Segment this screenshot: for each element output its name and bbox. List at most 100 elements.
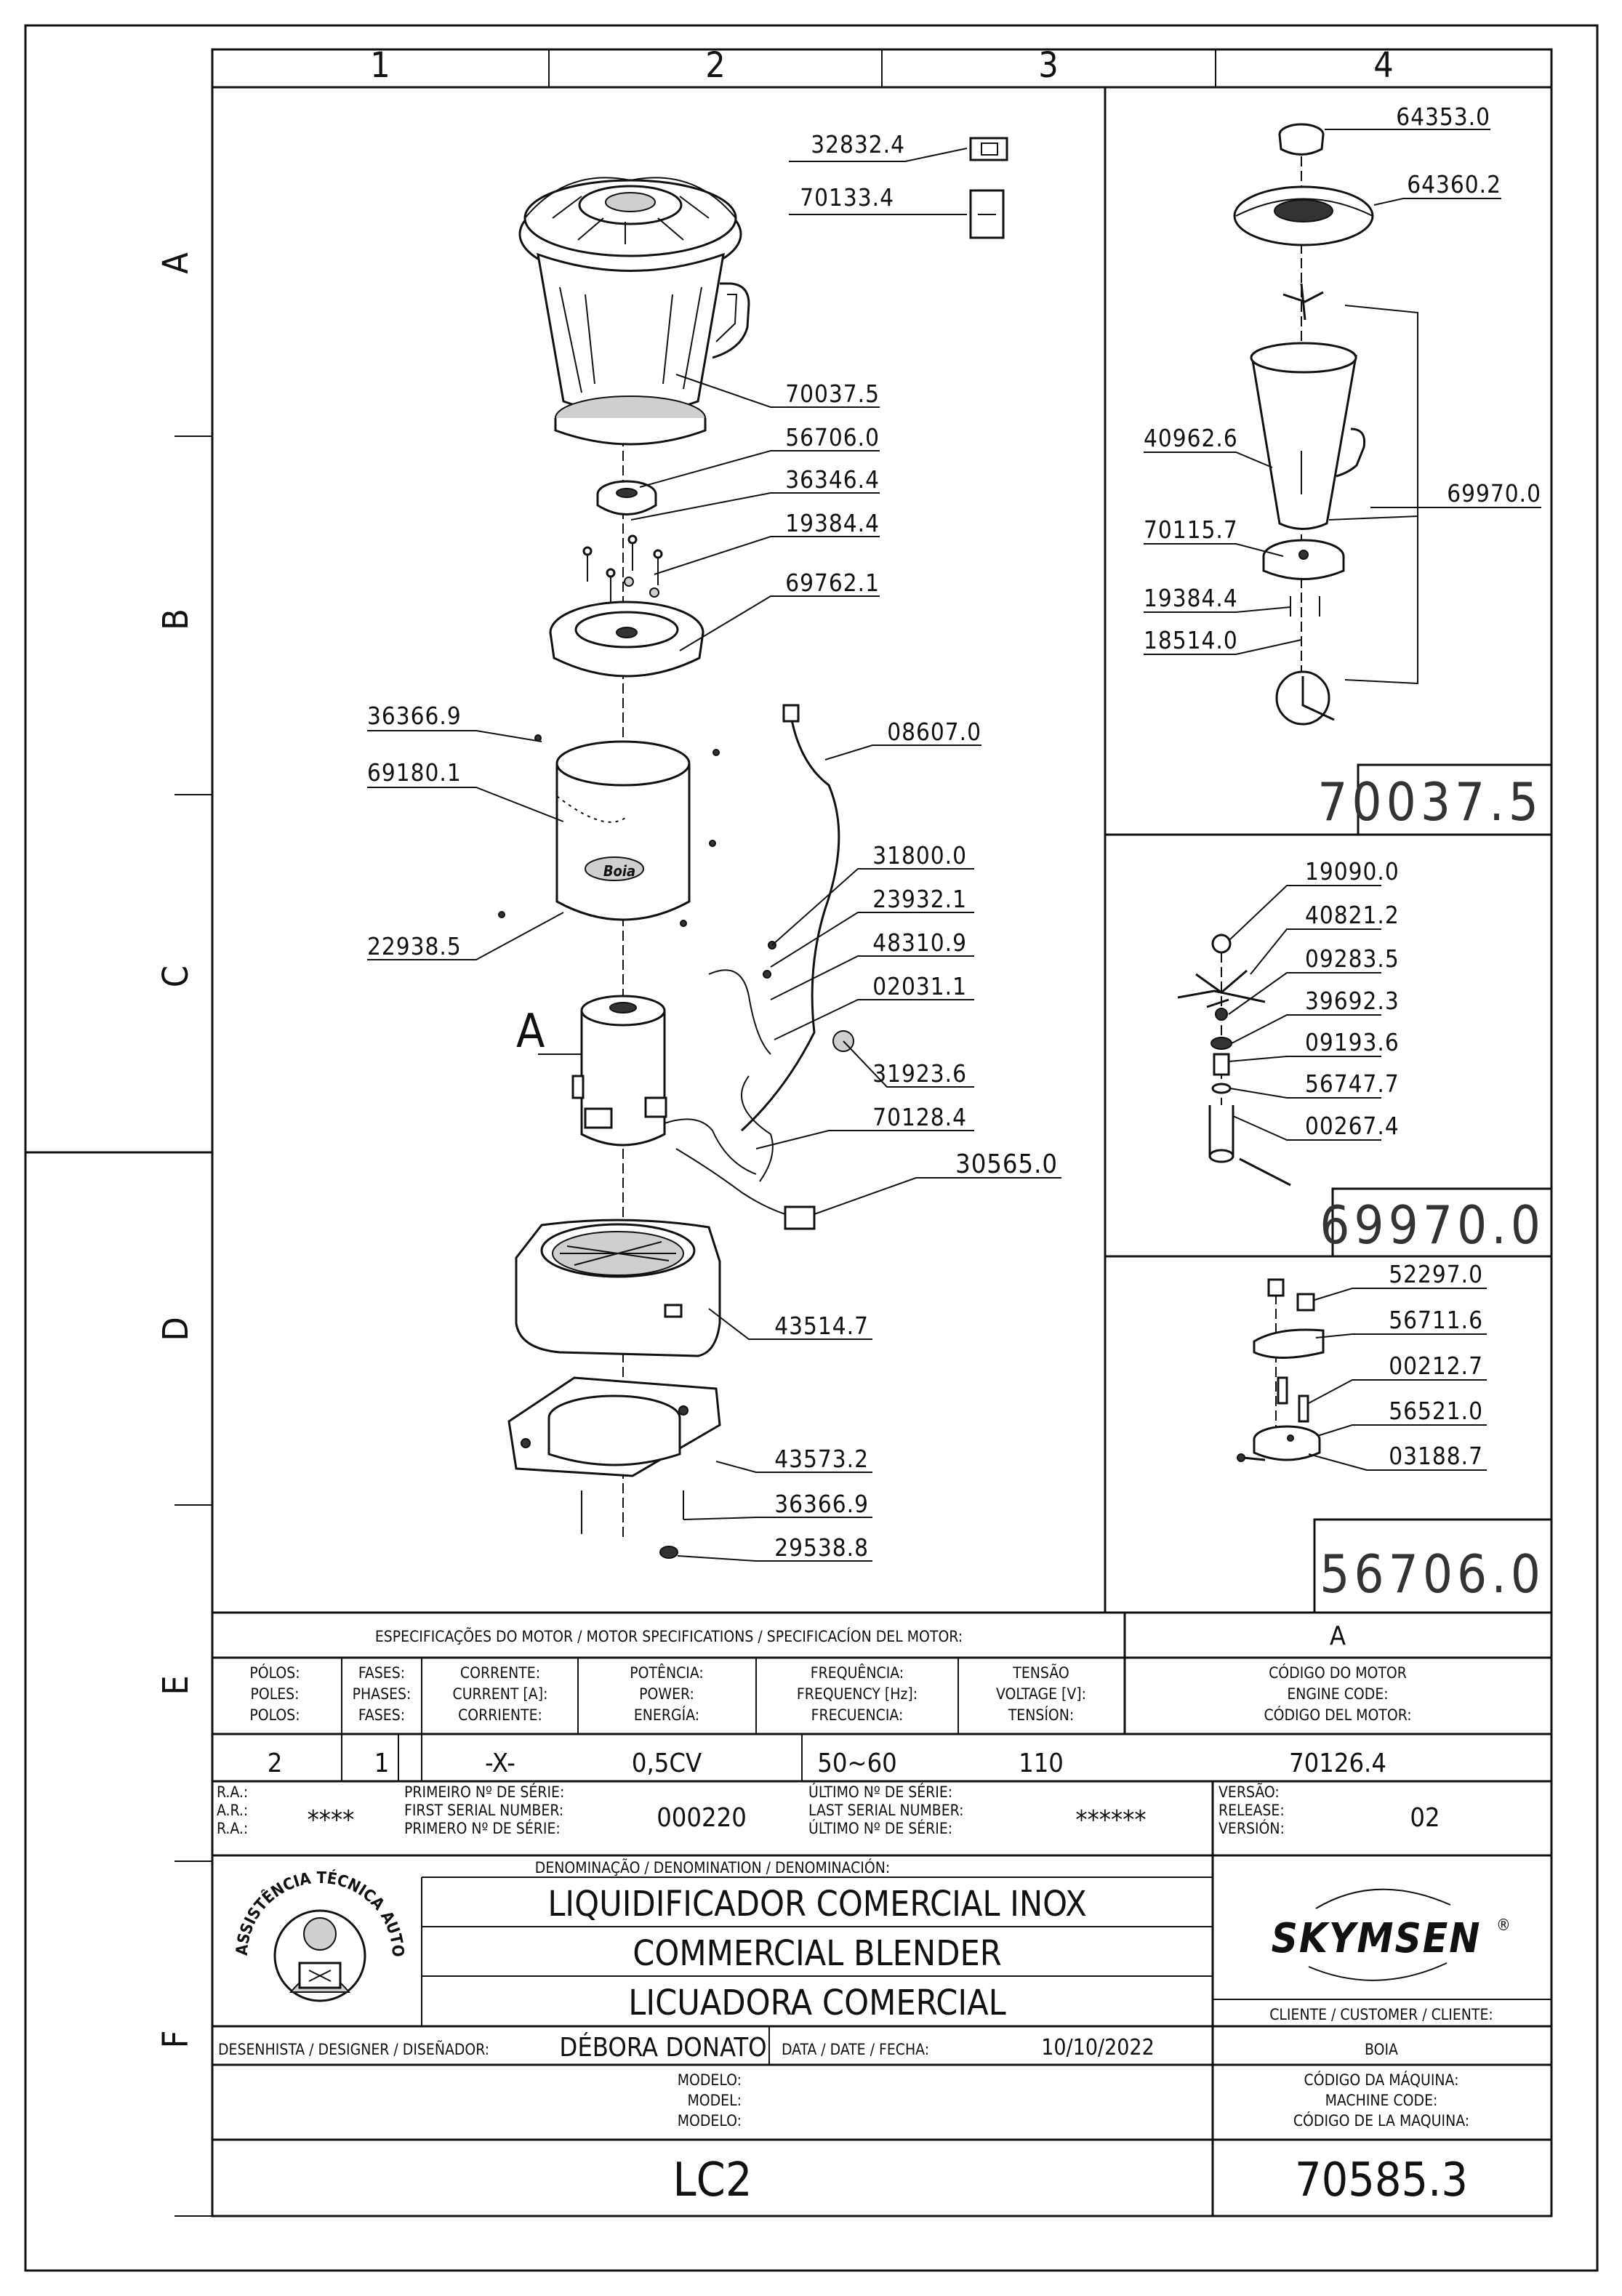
ra-value: **** [308, 1805, 355, 1835]
motor-drawing [538, 995, 667, 1147]
voltage-header-pt: TENSÃO [1012, 1663, 1069, 1682]
product-name-es: LICUADORA COMERCIAL [628, 1983, 1005, 2023]
blender-base-drawing [515, 1219, 721, 1357]
callout-43514-7: 43514.7 [774, 1312, 869, 1340]
model-label-en: MODEL: [687, 2092, 742, 2109]
column-label-3: 3 [1038, 45, 1058, 86]
last-serial-label-en: LAST SERIAL NUMBER: [808, 1802, 964, 1819]
row-label-d: D [156, 1317, 196, 1341]
brand-badge: Boia [603, 862, 635, 880]
main-assembly: 32832.4 70133.4 70037.5 56706.0 36346.4 … [367, 130, 1061, 1562]
brand-logo: SKYMSEN [1272, 1915, 1482, 1962]
callout-56711-6: 56711.6 [1389, 1306, 1483, 1334]
jar-drawing [537, 252, 750, 446]
machine-code-label-es: CÓDIGO DE LA MAQUINA: [1293, 2111, 1469, 2130]
callout-30565-0: 30565.0 [955, 1149, 1058, 1179]
frequency-value: 50~60 [817, 1749, 897, 1778]
column-label-2: 2 [705, 45, 725, 86]
engine-code-header-es: CÓDIGO DEL MOTOR: [1264, 1706, 1411, 1724]
row-label-e: E [156, 1675, 196, 1695]
first-serial-value: 000220 [657, 1803, 747, 1833]
jar-lid-drawing [518, 177, 742, 281]
callout-40962-6: 40962.6 [1144, 424, 1238, 452]
last-serial-value: ****** [1075, 1805, 1146, 1835]
version-value: 02 [1410, 1803, 1440, 1833]
label-sticker-icon [969, 137, 1008, 161]
callout-00212-7: 00212.7 [1389, 1352, 1483, 1380]
detail-knife: 19090.0 40821.2 09283.5 39692.3 09193.6 … [1177, 857, 1553, 1258]
power-value: 0,5CV [632, 1749, 702, 1778]
callout-36346-4: 36346.4 [785, 465, 880, 494]
poles-header-es: POLOS: [249, 1706, 300, 1724]
engine-code-header-pt: CÓDIGO DO MOTOR [1269, 1663, 1407, 1682]
callout-56706-0: 56706.0 [785, 423, 880, 451]
motor-ref: A [1330, 1621, 1346, 1651]
callout-43573-2: 43573.2 [774, 1445, 869, 1473]
frequency-header-es: FRECUENCIA: [811, 1706, 904, 1724]
machine-code-label-pt: CÓDIGO DA MÁQUINA: [1304, 2071, 1459, 2089]
housing-drawing [498, 734, 720, 927]
callout-69762-1: 69762.1 [785, 569, 880, 597]
detail-ref-56706-0: 56706.0 [1320, 1544, 1545, 1605]
callout-56521-0: 56521.0 [1389, 1397, 1483, 1425]
callout-09193-6: 09193.6 [1305, 1028, 1400, 1056]
screws-drawing [582, 534, 663, 603]
callout-36366-9-base: 36366.9 [774, 1490, 869, 1518]
ra-label-es: R.A.: [217, 1820, 248, 1837]
callout-02031-1: 02031.1 [872, 972, 967, 1000]
callout-29538-8: 29538.8 [774, 1533, 869, 1562]
callout-52297-0: 52297.0 [1389, 1260, 1483, 1288]
voltage-header-en: VOLTAGE [V]: [996, 1685, 1086, 1703]
callout-36366-9-housing: 36366.9 [367, 702, 462, 730]
callout-64360-2: 64360.2 [1407, 170, 1501, 198]
model-value: LC2 [673, 2153, 752, 2207]
detail-ref-70037-5: 70037.5 [1317, 771, 1543, 832]
callout-69970-0: 69970.0 [1447, 479, 1541, 507]
model-label-es: MODELO: [678, 2112, 742, 2130]
callout-22938-5: 22938.5 [367, 932, 462, 960]
frequency-header-en: FREQUENCY [Hz]: [797, 1685, 918, 1703]
callout-09283-5: 09283.5 [1305, 944, 1400, 973]
callout-64353-0: 64353.0 [1396, 103, 1490, 131]
row-label-c: C [156, 966, 196, 987]
row-label-b: B [156, 609, 196, 630]
title-block: ESPECIFICAÇÕES DO MOTOR / MOTOR SPECIFIC… [0, 0, 1551, 2216]
ra-label-en: A.R.: [217, 1802, 248, 1819]
row-label-a: A [156, 252, 196, 274]
callout-23932-1: 23932.1 [872, 885, 967, 913]
designer-value: DÉBORA DONATO [559, 2032, 766, 2063]
version-label-pt: VERSÃO: [1218, 1782, 1280, 1801]
callout-08607-0: 08607.0 [887, 718, 981, 746]
phases-header-es: FASES: [358, 1706, 405, 1724]
machine-code-label-en: MACHINE CODE: [1325, 2092, 1438, 2109]
callout-69180-1: 69180.1 [367, 758, 462, 787]
row-label-f: F [156, 2031, 196, 2049]
phases-header-pt: FASES: [358, 1664, 405, 1682]
date-label: DATA / DATE / FECHA: [782, 2041, 929, 2058]
callout-48310-9: 48310.9 [872, 928, 967, 957]
bottom-plate-drawing [507, 1376, 721, 1559]
first-serial-label-pt: PRIMEIRO Nº DE SÉRIE: [404, 1783, 564, 1801]
callout-40821-2: 40821.2 [1305, 901, 1400, 929]
poles-header-en: POLES: [250, 1685, 299, 1703]
engine-code-value: 70126.4 [1289, 1749, 1386, 1778]
current-header-en: CURRENT [A]: [453, 1685, 548, 1703]
power-header-en: POWER: [639, 1685, 694, 1703]
callout-70133-4: 70133.4 [800, 183, 894, 212]
callout-31923-6: 31923.6 [872, 1059, 967, 1088]
callout-19090-0: 19090.0 [1305, 857, 1400, 886]
last-serial-label-pt: ÚLTIMO Nº DE SÉRIE: [808, 1783, 952, 1801]
voltage-value: 110 [1019, 1749, 1064, 1778]
current-header-pt: CORRENTE: [460, 1664, 540, 1682]
callout-39692-3: 39692.3 [1305, 987, 1400, 1015]
customer-label: CLIENTE / CUSTOMER / CLIENTE: [1269, 2006, 1493, 2023]
column-label-1: 1 [370, 45, 390, 86]
seal-text: ASSISTÊNCIA TÉCNICA AUTORIZADA [0, 0, 406, 1957]
callout-70037-5: 70037.5 [785, 380, 880, 408]
callout-00267-4: 00267.4 [1305, 1112, 1400, 1140]
poles-value: 2 [268, 1749, 283, 1778]
current-value: -X- [485, 1749, 515, 1778]
version-label-es: VERSIÓN: [1218, 1819, 1285, 1837]
last-serial-label-es: ÚLTIMO Nº DE SÉRIE: [808, 1819, 952, 1837]
detail-coupling: 52297.0 56711.6 00212.7 56521.0 03188.7 … [1237, 1260, 1553, 1614]
